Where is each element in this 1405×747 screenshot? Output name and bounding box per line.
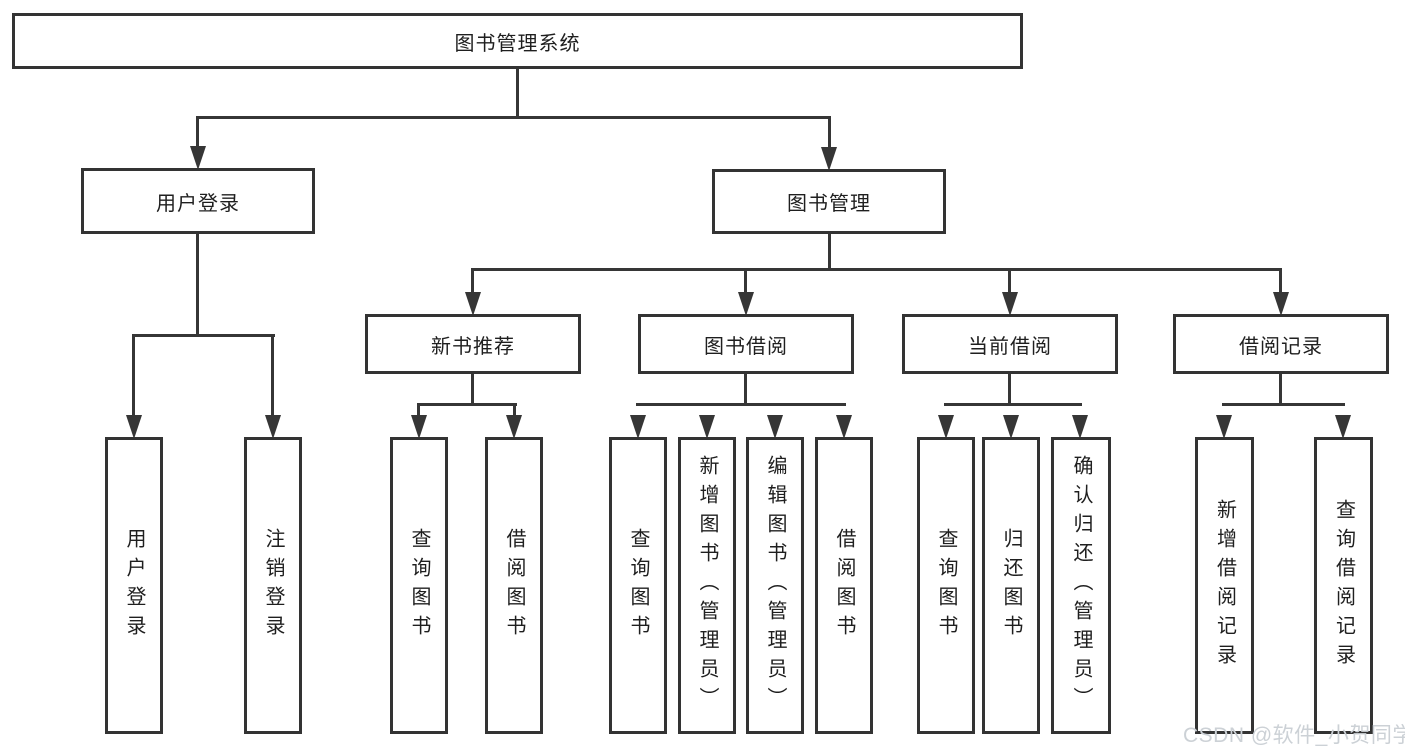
leaf-borrow-books: 借阅图书 [815, 437, 873, 734]
node-label: 用户登录 [156, 192, 240, 215]
node-library-system: 图书管理系统 [12, 13, 1023, 69]
leaf-query-books-recommend: 查询图书 [390, 437, 448, 734]
leaf-label: 编辑图书（管理员） [764, 455, 786, 716]
node-book-borrow: 图书借阅 [638, 314, 854, 374]
leaf-logout: 注销登录 [244, 437, 302, 734]
connector-line [196, 234, 199, 336]
arrow-down-icon [1072, 415, 1088, 439]
node-user-login: 用户登录 [81, 168, 315, 234]
leaf-confirm-return-admin: 确认归还（管理员） [1051, 437, 1111, 734]
connector-line [828, 234, 831, 270]
connector-line [417, 403, 420, 418]
arrow-down-icon [630, 415, 646, 439]
leaf-label: 确认归还（管理员） [1070, 455, 1092, 716]
node-label: 借阅记录 [1239, 335, 1323, 358]
leaf-query-books-borrow: 查询图书 [609, 437, 667, 734]
connector-line [196, 116, 199, 150]
arrow-down-icon [938, 415, 954, 439]
arrow-down-icon [738, 292, 754, 316]
connector-line [516, 69, 519, 118]
leaf-user-login: 用户登录 [105, 437, 163, 734]
connector-line [196, 116, 831, 119]
connector-line [744, 374, 747, 405]
arrow-down-icon [821, 147, 837, 171]
node-borrow-records: 借阅记录 [1173, 314, 1389, 374]
leaf-label: 查询图书 [408, 527, 430, 644]
leaf-label: 注销登录 [262, 527, 284, 644]
connector-line [828, 116, 831, 150]
arrow-down-icon [836, 415, 852, 439]
csdn-watermark: CSDN @软件_小贺同学 [1183, 724, 1405, 747]
arrow-down-icon [1335, 415, 1351, 439]
leaf-query-books-current: 查询图书 [917, 437, 975, 734]
leaf-label: 用户登录 [123, 527, 145, 644]
connector-line [1279, 268, 1282, 296]
node-new-book-recommend: 新书推荐 [365, 314, 581, 374]
leaf-label: 查询图书 [627, 527, 649, 644]
connector-line [944, 403, 1082, 406]
connector-line [636, 403, 846, 406]
connector-line [132, 334, 275, 337]
leaf-edit-book-admin: 编辑图书（管理员） [746, 437, 804, 734]
arrow-down-icon [190, 146, 206, 170]
arrow-down-icon [265, 415, 281, 439]
arrow-down-icon [1003, 415, 1019, 439]
connector-line [1008, 268, 1011, 296]
node-label: 图书管理系统 [454, 32, 581, 55]
arrow-down-icon [1216, 415, 1232, 439]
node-label: 图书借阅 [704, 335, 788, 358]
arrow-down-icon [1002, 292, 1018, 316]
connector-line [471, 374, 474, 405]
node-current-borrow: 当前借阅 [902, 314, 1118, 374]
leaf-return-book: 归还图书 [982, 437, 1040, 734]
connector-line [513, 403, 516, 418]
arrow-down-icon [699, 415, 715, 439]
node-book-management: 图书管理 [712, 169, 946, 234]
connector-line [1279, 374, 1282, 405]
leaf-query-borrow-record: 查询借阅记录 [1314, 437, 1373, 734]
leaf-borrow-books-recommend: 借阅图书 [485, 437, 543, 734]
leaf-label: 查询借阅记录 [1332, 498, 1355, 673]
connector-line [132, 334, 135, 418]
connector-line [1008, 374, 1011, 405]
connector-line [417, 403, 517, 406]
connector-line [1222, 403, 1345, 406]
arrow-down-icon [126, 415, 142, 439]
node-label: 新书推荐 [431, 335, 515, 358]
node-label: 当前借阅 [968, 335, 1052, 358]
connector-line [471, 268, 1282, 271]
leaf-add-book-admin: 新增图书（管理员） [678, 437, 736, 734]
arrow-down-icon [767, 415, 783, 439]
leaf-label: 新增图书（管理员） [696, 455, 718, 716]
leaf-label: 归还图书 [1000, 527, 1022, 644]
leaf-label: 借阅图书 [833, 527, 855, 644]
node-label: 图书管理 [787, 193, 871, 215]
leaf-label: 借阅图书 [503, 527, 525, 644]
leaf-label: 查询图书 [935, 527, 957, 644]
arrow-down-icon [411, 415, 427, 439]
connector-line [744, 268, 747, 296]
connector-line [271, 334, 274, 418]
leaf-add-borrow-record: 新增借阅记录 [1195, 437, 1254, 734]
arrow-down-icon [506, 415, 522, 439]
arrow-down-icon [1273, 292, 1289, 316]
leaf-label: 新增借阅记录 [1213, 498, 1236, 673]
arrow-down-icon [465, 292, 481, 316]
connector-line [471, 268, 474, 296]
